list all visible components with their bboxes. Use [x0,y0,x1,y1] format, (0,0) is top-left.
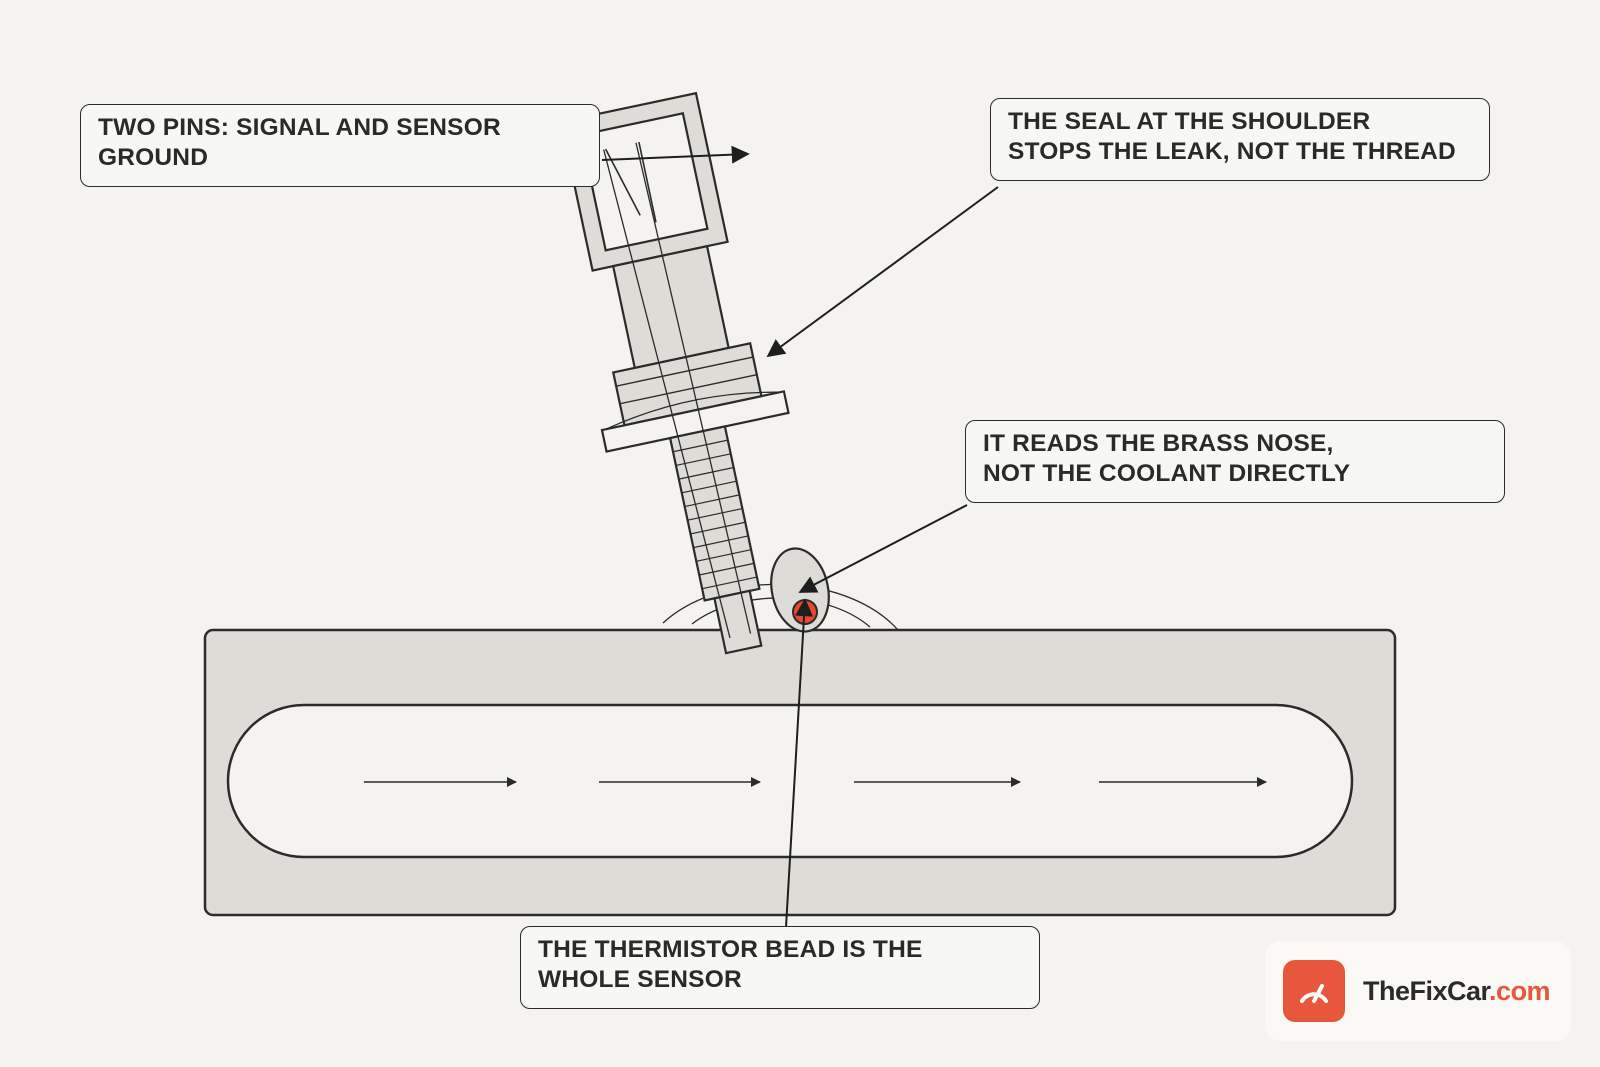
connector-inner [579,112,709,252]
brand-name: TheFixCar [1363,975,1490,1006]
brand-badge[interactable]: TheFixCar.com [1265,941,1571,1041]
gauge-icon [1283,960,1345,1022]
leader-bead [785,598,814,928]
callout-pins-line2: GROUND [98,144,209,171]
callout-nose-line1: IT READS THE BRASS NOSE, [983,430,1334,457]
brand-tld: .com [1489,975,1551,1006]
brass-nose [713,589,763,655]
callout-seal-line1: THE SEAL AT THE SHOULDER [1008,108,1371,135]
callout-nose-line2: NOT THE COOLANT DIRECTLY [983,460,1351,487]
callout-nose: IT READS THE BRASS NOSE, NOT THE COOLANT… [965,420,1505,503]
callout-seal-line2: STOPS THE LEAK, NOT THE THREAD [1008,138,1456,165]
leader-pins [601,145,750,164]
thread-section [668,425,761,602]
callout-bead-line2: WHOLE SENSOR [538,966,742,993]
leader-lines [601,145,999,928]
callout-seal: THE SEAL AT THE SHOULDER STOPS THE LEAK,… [990,98,1490,181]
callout-pins: TWO PINS: SIGNAL AND SENSOR GROUND [80,104,600,187]
brand-wordmark: TheFixCar.com [1363,975,1551,1007]
callout-bead-line1: THE THERMISTOR BEAD IS THE [538,936,923,963]
callout-pins-line1: TWO PINS: SIGNAL AND SENSOR [98,114,501,141]
leader-seal [766,186,999,358]
sensor-body [611,244,730,370]
pin-wires [603,142,752,639]
leader-nose [798,504,968,593]
coolant-channel [226,703,1354,859]
callout-bead: THE THERMISTOR BEAD IS THE WHOLE SENSOR [520,926,1040,1009]
temperature-sensor [559,91,790,655]
pin [638,141,657,223]
